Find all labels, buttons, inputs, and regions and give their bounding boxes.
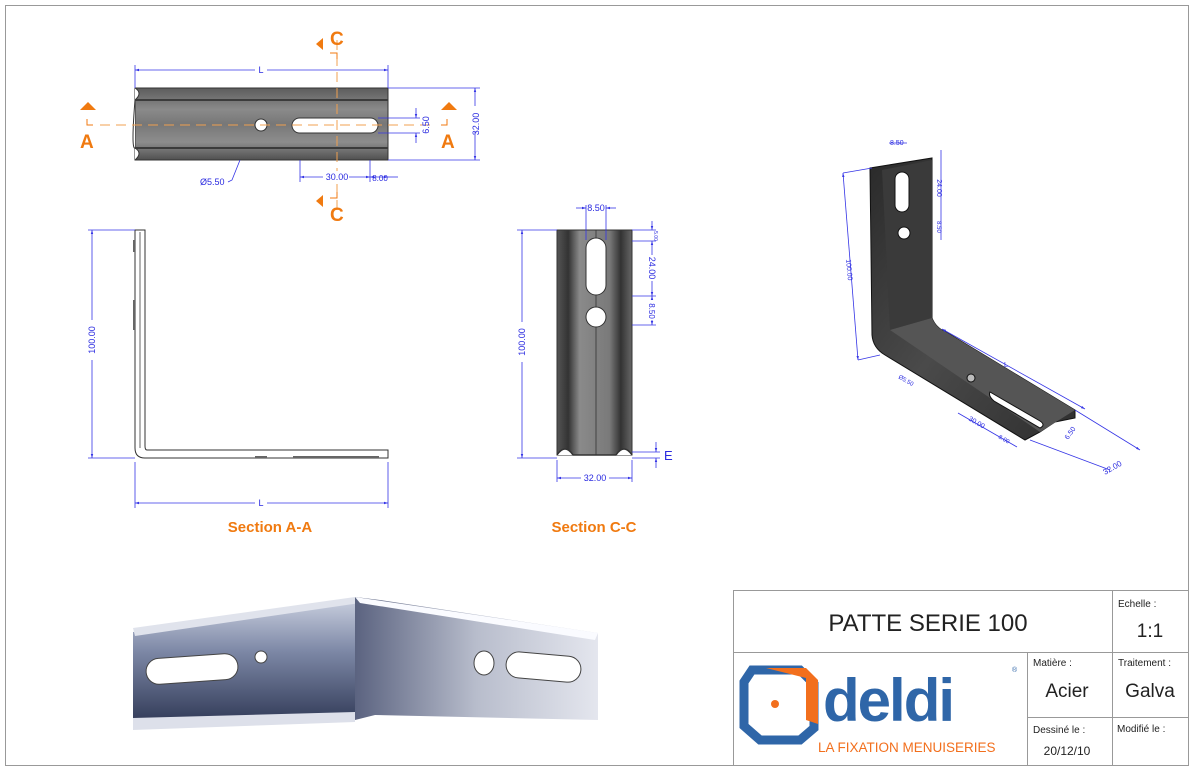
iso-dim-slot-width: 8.50 bbox=[890, 140, 904, 147]
scale-value: 1:1 bbox=[1137, 621, 1163, 642]
drawing-title: PATTE SERIE 100 bbox=[828, 610, 1027, 637]
slot bbox=[585, 237, 607, 296]
section-arrow-icon bbox=[80, 102, 96, 110]
section-c-c-title: Section C-C bbox=[551, 519, 636, 536]
dim-slot-offset: 8.00 bbox=[372, 174, 388, 183]
hole bbox=[254, 650, 268, 664]
section-arrow-icon bbox=[316, 195, 323, 207]
slot bbox=[505, 651, 582, 683]
dim-length: L bbox=[258, 498, 263, 508]
dim-slot-length: 24.00 bbox=[647, 257, 657, 280]
drawn-date: 20/12/10 bbox=[1044, 744, 1091, 758]
dim-top-offset: 5.00 bbox=[652, 231, 658, 241]
modified-label: Modifié le : bbox=[1117, 724, 1165, 735]
dim-thickness: E bbox=[664, 448, 673, 463]
dim-length: L bbox=[258, 65, 263, 75]
dim-slot-width: 6.50 bbox=[421, 116, 431, 134]
hole bbox=[585, 306, 607, 328]
iso-dim-slot-offset: 8.00 bbox=[997, 435, 1011, 446]
iso-dim-slot-length: 24.00 bbox=[935, 179, 942, 197]
dim-height: 100.00 bbox=[517, 328, 527, 356]
slot bbox=[145, 653, 239, 685]
hole bbox=[897, 226, 911, 240]
iso-dim-slot-length-bottom: 30.00 bbox=[967, 416, 986, 431]
section-marker-a-right: A bbox=[441, 132, 455, 153]
hole bbox=[473, 650, 495, 676]
dim-width: 32.00 bbox=[584, 473, 607, 483]
dim-hole-diameter: Ø5.50 bbox=[200, 177, 225, 187]
section-marker-c-bottom: C bbox=[330, 205, 344, 226]
sheet-border bbox=[5, 5, 1189, 766]
iso-dim-length: L bbox=[1004, 362, 1008, 369]
dim-height: 100.00 bbox=[87, 326, 97, 354]
section-c-c: 8.50 100.00 5.00 24.00 8.50 E 32.00 Sect… bbox=[516, 203, 673, 536]
isometric-view: 100.00 8.50 24.00 8.50 L Ø5.50 30.00 8.0… bbox=[842, 140, 1141, 477]
iso-dim-width: 32.00 bbox=[1102, 459, 1124, 477]
section-arrow-icon bbox=[441, 102, 457, 110]
treatment-label: Traitement : bbox=[1118, 658, 1171, 669]
slot bbox=[894, 171, 910, 213]
scale-label: Echelle : bbox=[1118, 599, 1156, 610]
dim-slot-width: 8.50 bbox=[587, 203, 605, 213]
material-label: Matière : bbox=[1033, 658, 1072, 669]
logo-tagline: LA FIXATION MENUISERIES bbox=[818, 740, 996, 755]
section-a-a: 100.00 L Section A-A bbox=[86, 229, 389, 536]
dim-width: 32.00 bbox=[471, 113, 481, 136]
registered-mark: ® bbox=[1012, 666, 1018, 674]
dim-hole-spacing: 8.50 bbox=[647, 303, 656, 319]
section-arrow-icon bbox=[316, 38, 323, 50]
dim-slot-length: 30.00 bbox=[326, 172, 349, 182]
iso-dim-height: 100.00 bbox=[844, 259, 853, 281]
product-render bbox=[133, 597, 598, 730]
iso-dim-slot-width-bottom: 6.50 bbox=[1064, 426, 1078, 441]
material-value: Acier bbox=[1045, 681, 1089, 702]
iso-dim-hole-spacing: 8.50 bbox=[935, 221, 941, 233]
treatment-value: Galva bbox=[1125, 681, 1175, 702]
deldi-logo: deldi ® LA FIXATION MENUISERIES bbox=[739, 665, 1018, 755]
logo-wordmark: deldi bbox=[823, 667, 953, 734]
iso-dim-hole-diameter: Ø5.50 bbox=[897, 375, 915, 389]
section-a-a-title: Section A-A bbox=[228, 519, 313, 536]
top-view: L 32.00 6.50 30.00 8.00 Ø5.50 A A C C bbox=[80, 29, 481, 226]
section-marker-a-left: A bbox=[80, 132, 94, 153]
section-marker-c-top: C bbox=[330, 29, 344, 50]
drawn-label: Dessiné le : bbox=[1033, 725, 1085, 736]
